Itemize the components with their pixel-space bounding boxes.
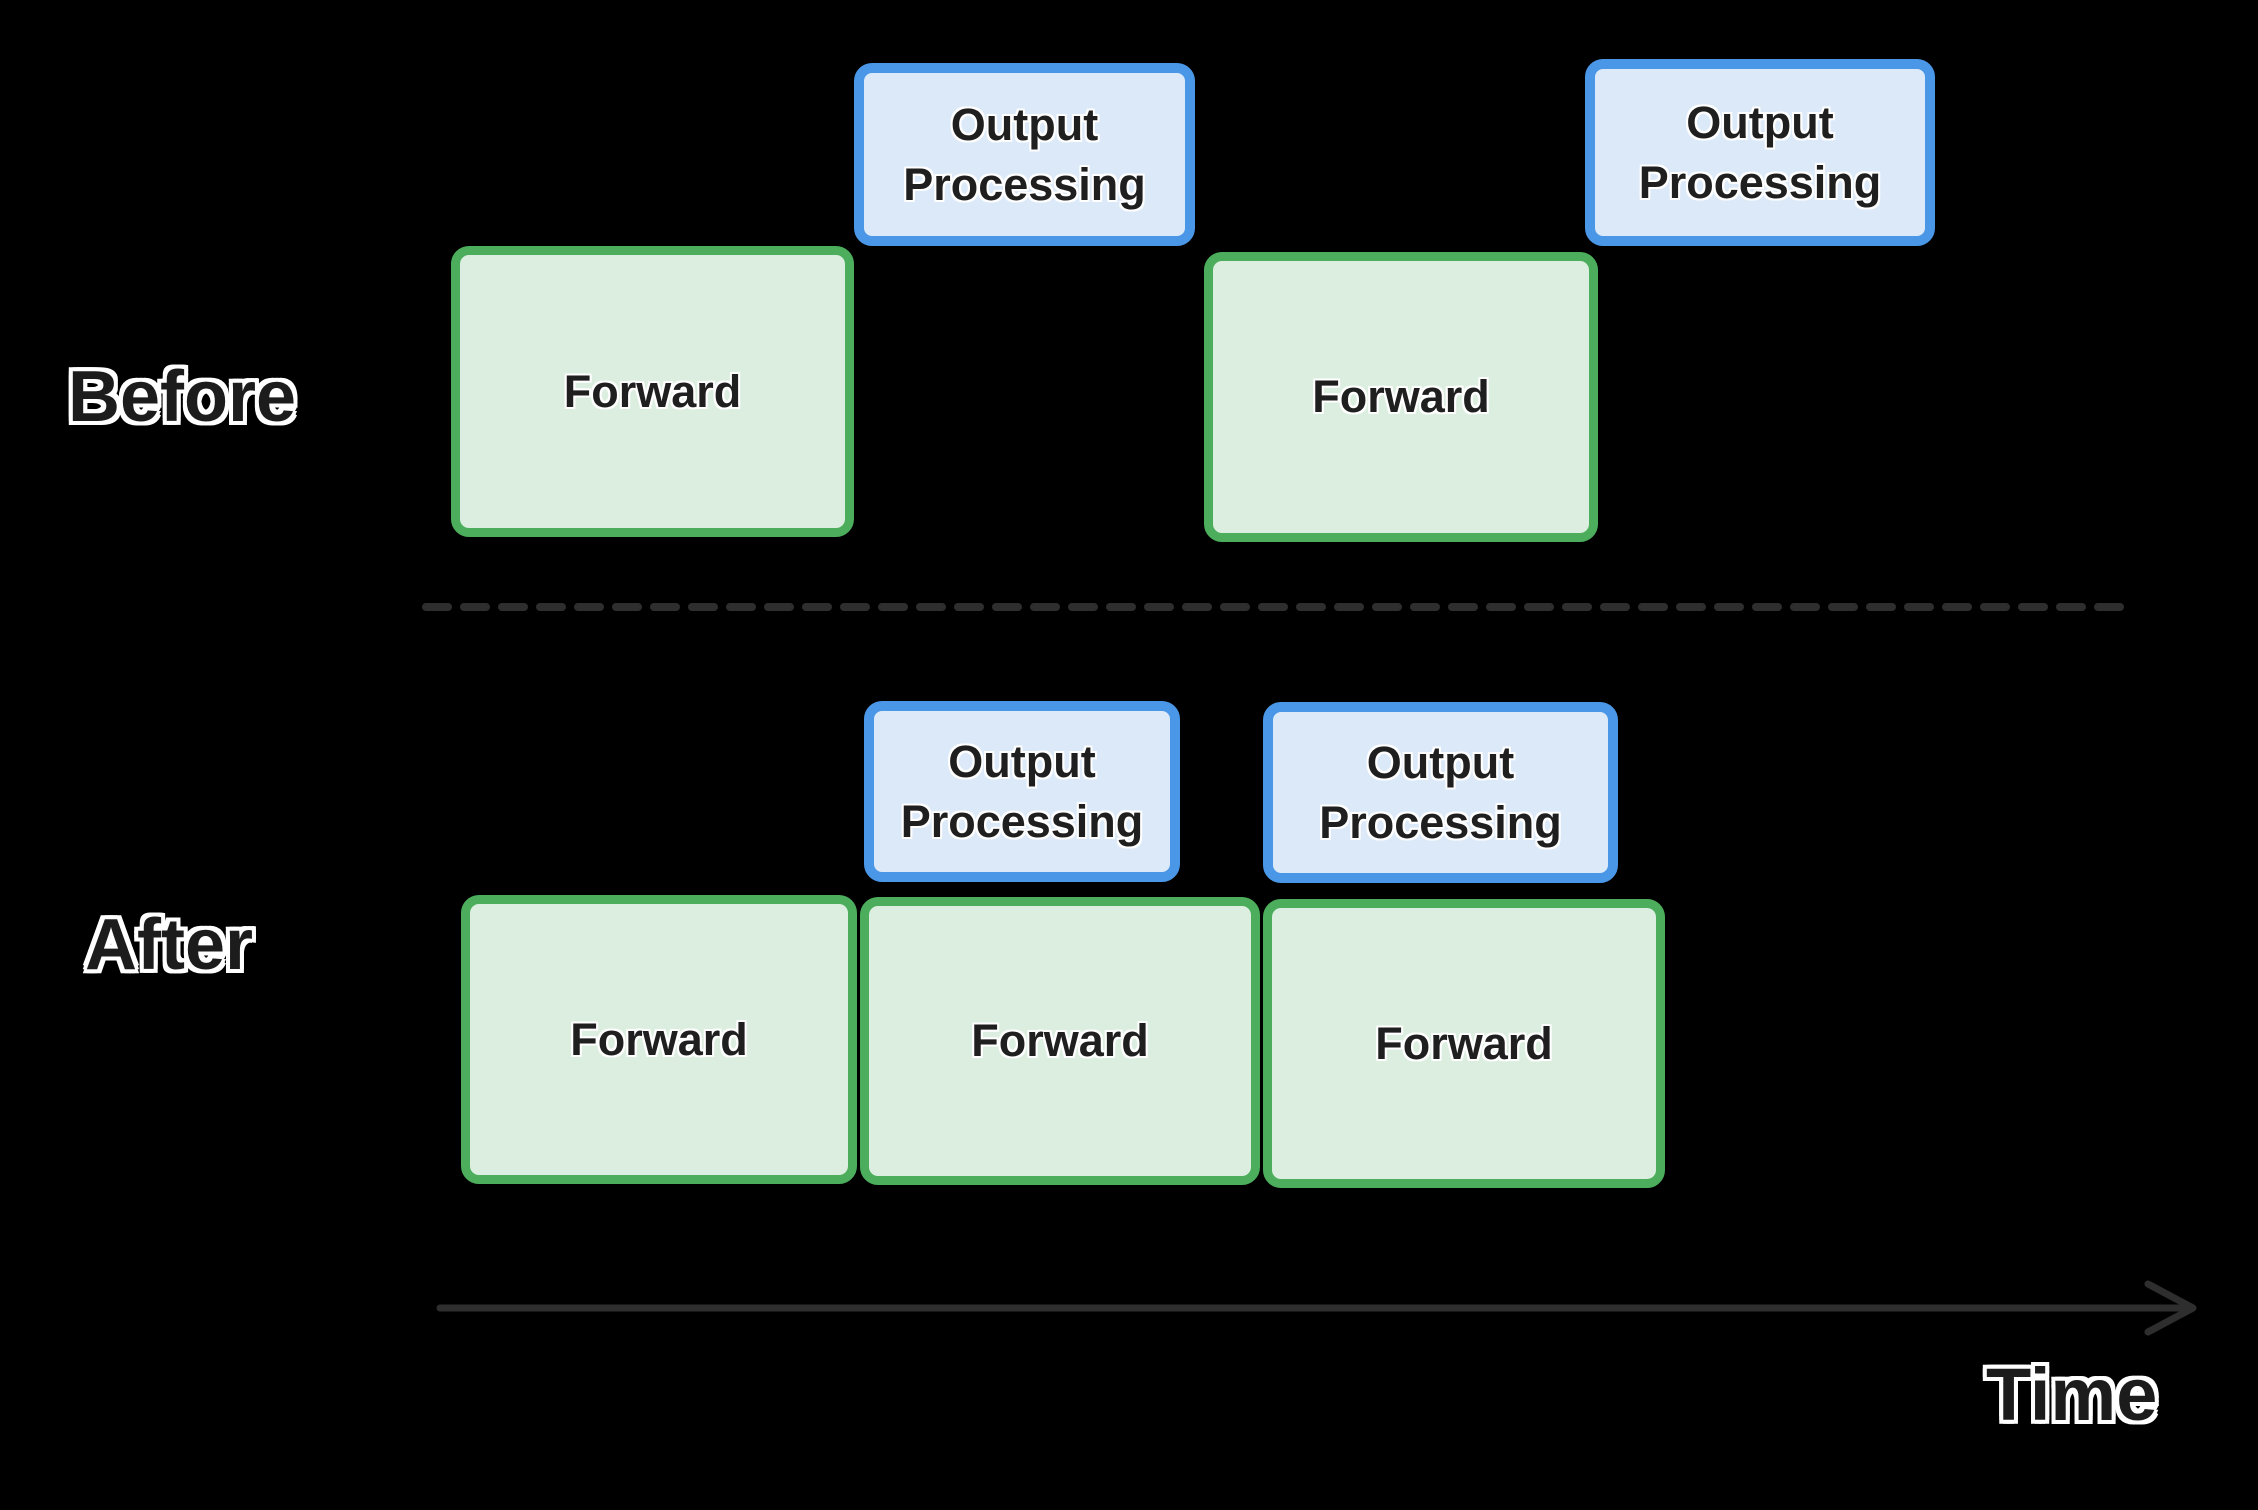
time-axis-label: Time [1986,1353,2158,1436]
before-output-processing-box-1: Output Processing [854,63,1195,246]
time-axis-arrow [436,1280,2197,1336]
forward-label: Forward [570,1013,748,1065]
time-axis-arrowhead-icon [2144,1280,2197,1336]
output-processing-label: Output Processing [1638,97,1882,208]
output-processing-label: Output Processing [900,736,1144,847]
forward-label: Forward [1312,371,1490,423]
before-output-processing-box-2: Output Processing [1585,59,1935,246]
output-processing-label: Output Processing [903,99,1146,210]
forward-label: Forward [971,1015,1149,1067]
forward-label: Forward [1375,1017,1553,1069]
forward-label: Forward [563,365,742,417]
before-forward-box-1: Forward [451,246,854,537]
output-processing-label: Output Processing [1319,737,1562,848]
after-output-processing-box-2: Output Processing [1263,702,1618,883]
after-output-processing-box-1: Output Processing [864,701,1180,882]
after-forward-box-3: Forward [1263,899,1665,1188]
before-forward-box-2: Forward [1204,252,1598,542]
before-section-label: Before [68,357,297,437]
after-forward-box-2: Forward [860,897,1260,1185]
after-section-label: After [85,905,254,985]
after-forward-box-1: Forward [461,895,857,1184]
